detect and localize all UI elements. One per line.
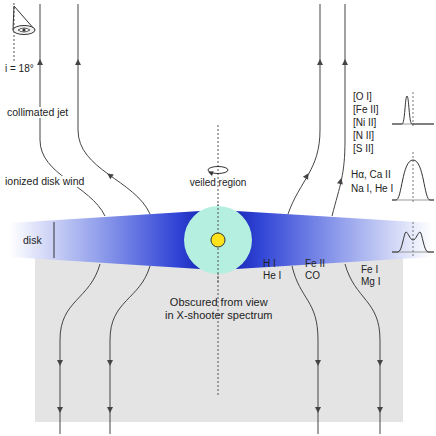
text-label: collimated jet xyxy=(6,107,69,118)
text-label: CO xyxy=(304,271,321,281)
streamline xyxy=(332,4,345,216)
star xyxy=(211,233,225,247)
node-text: veiled region xyxy=(176,177,260,189)
text-label: H I xyxy=(262,259,277,269)
double-peaked-profile xyxy=(392,232,434,252)
broad-profile xyxy=(392,160,434,200)
text-label: ionized disk wind xyxy=(4,176,85,187)
profile-center xyxy=(413,222,414,256)
veiled-region: veiled region xyxy=(176,176,260,282)
streamline xyxy=(288,4,320,214)
profile-baseline xyxy=(392,124,434,125)
profile-center xyxy=(413,92,414,128)
rotation-arrowhead xyxy=(207,169,213,175)
arrowhead xyxy=(303,172,311,180)
node-text: Obscured from view in X-shooter spectrum xyxy=(165,296,274,322)
cone-base xyxy=(13,26,35,35)
rotation-arrow xyxy=(208,167,228,174)
text-label: Mg I xyxy=(360,277,381,287)
disk-bar xyxy=(54,222,55,258)
text-label: Fe I xyxy=(360,265,379,275)
eye-icon xyxy=(18,28,30,32)
text-label: [O I] xyxy=(352,92,373,102)
text-label: [Fe II] xyxy=(352,105,380,115)
text-label: Fe II xyxy=(304,259,326,269)
text-label: i = 18° xyxy=(4,64,35,74)
text-label: disk xyxy=(22,235,43,246)
profile-baseline xyxy=(392,252,434,253)
arrowhead xyxy=(105,171,113,179)
text-label: Hα, Ca II xyxy=(350,170,392,180)
narrow-profile xyxy=(392,96,434,124)
cone-icon xyxy=(13,6,35,30)
profile-center xyxy=(413,152,414,203)
eye-pupil xyxy=(22,28,25,31)
arrowhead xyxy=(337,177,344,184)
arrowhead xyxy=(75,59,81,65)
profile-baseline xyxy=(392,200,434,201)
veiled-region-shape xyxy=(176,176,260,282)
text-label: [Ni II] xyxy=(352,118,377,128)
text-label: [N II] xyxy=(352,131,375,141)
streamline xyxy=(78,4,150,214)
obscured-region: Obscured from view in X-shooter spectrum xyxy=(35,256,403,422)
arrowhead xyxy=(342,59,348,65)
arrowhead xyxy=(317,59,323,65)
arrowhead xyxy=(37,59,43,65)
text-label: Na I, He I xyxy=(350,184,394,194)
line-of-sight xyxy=(14,3,15,62)
text-label: [S II] xyxy=(352,144,375,154)
text-label: He I xyxy=(262,271,282,281)
